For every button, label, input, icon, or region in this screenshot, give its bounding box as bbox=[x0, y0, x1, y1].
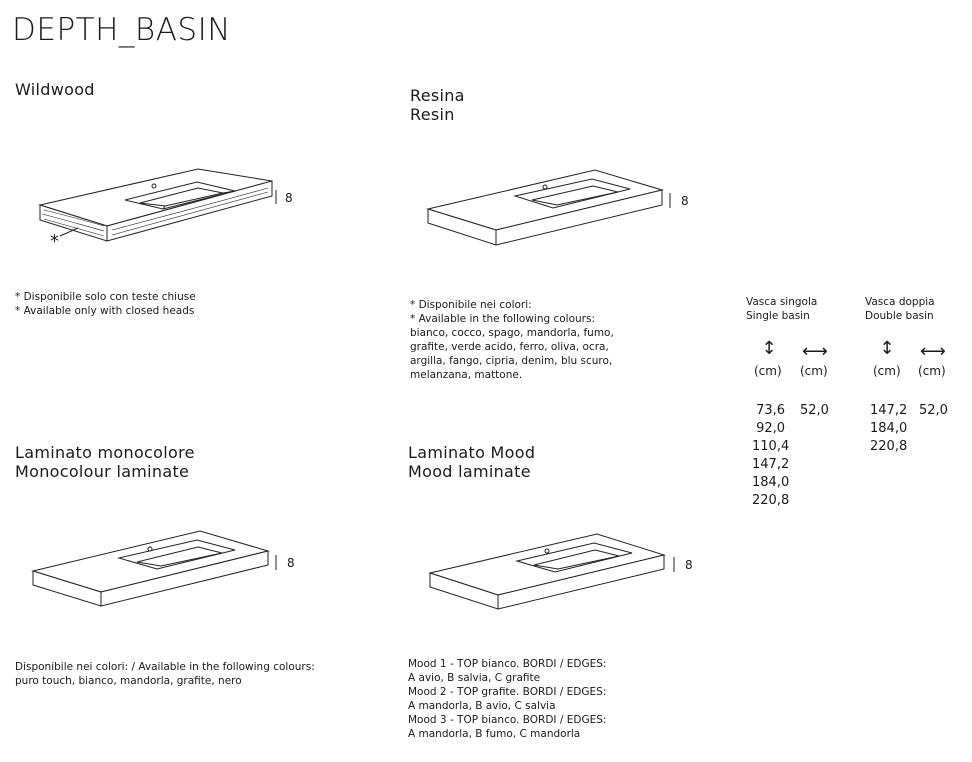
title-line: Laminato Mood bbox=[408, 443, 536, 462]
mood-notes: Mood 1 - TOP bianco. BORDI / EDGES: A av… bbox=[408, 657, 606, 741]
note-line: * Disponibile solo con teste chiuse bbox=[15, 291, 196, 303]
double-depth-value: 52,0 bbox=[919, 403, 948, 418]
length-value: 220,8 bbox=[752, 493, 790, 508]
length-value: 147,2 bbox=[752, 457, 790, 472]
depth-unit: (cm) bbox=[918, 364, 946, 378]
length-value: 92,0 bbox=[756, 421, 786, 436]
length-unit: (cm) bbox=[873, 364, 901, 378]
heading-line: Single basin bbox=[746, 310, 810, 322]
title-line: Wildwood bbox=[15, 80, 95, 99]
note-line: Mood 2 - TOP grafite. BORDI / EDGES: bbox=[408, 686, 607, 698]
length-value: 184,0 bbox=[870, 421, 908, 436]
depth-unit: (cm) bbox=[800, 364, 828, 378]
double-basin-heading: Vasca doppia Double basin bbox=[865, 295, 935, 323]
title-line: Mood laminate bbox=[408, 462, 531, 481]
thickness-label: 8 bbox=[287, 556, 295, 570]
note-line: * Disponibile nei colori: bbox=[410, 299, 532, 311]
double-length-list: 147,2 184,0 220,8 bbox=[870, 402, 907, 456]
page-title: DEPTH_BASIN bbox=[12, 12, 231, 48]
length-value: 73,6 bbox=[756, 403, 786, 418]
thickness-label: 8 bbox=[685, 558, 693, 572]
single-length-list: 73,6 92,0 110,4 147,2 184,0 220,8 bbox=[752, 402, 789, 510]
single-basin-heading: Vasca singola Single basin bbox=[746, 295, 817, 323]
note-line: grafite, verde acido, ferro, oliva, ocra… bbox=[410, 341, 609, 353]
horizontal-arrow-icon: ⟷ bbox=[802, 341, 828, 362]
note-line: puro touch, bianco, mandorla, grafite, n… bbox=[15, 675, 242, 687]
note-line: A avio, B salvia, C grafite bbox=[408, 672, 541, 684]
vertical-arrow-icon: ↕ bbox=[761, 338, 777, 359]
thickness-label: 8 bbox=[681, 194, 689, 208]
title-line: Resina bbox=[410, 86, 465, 105]
note-line: Disponibile nei colori: / Available in t… bbox=[15, 661, 315, 673]
length-value: 184,0 bbox=[752, 475, 790, 490]
note-line: Mood 1 - TOP bianco. BORDI / EDGES: bbox=[408, 658, 607, 670]
monocolour-notes: Disponibile nei colori: / Available in t… bbox=[15, 660, 315, 688]
note-line: melanzana, mattone. bbox=[410, 369, 523, 381]
thickness-label: 8 bbox=[285, 191, 293, 205]
note-line: A mandorla, B avio, C salvia bbox=[408, 700, 556, 712]
note-line: argilla, fango, cipria, denim, blu scuro… bbox=[410, 355, 613, 367]
heading-line: Vasca doppia bbox=[865, 296, 935, 308]
section-title-mood: Laminato Mood Mood laminate bbox=[408, 443, 535, 481]
section-title-resin: Resina Resin bbox=[410, 86, 465, 124]
length-value: 147,2 bbox=[870, 403, 908, 418]
single-depth-value: 52,0 bbox=[800, 403, 829, 418]
section-title-monocolour: Laminato monocolore Monocolour laminate bbox=[15, 443, 195, 481]
title-line: Resin bbox=[410, 105, 455, 124]
title-line: Monocolour laminate bbox=[15, 462, 190, 481]
resin-notes: * Disponibile nei colori: * Available in… bbox=[410, 298, 614, 382]
note-line: Mood 3 - TOP bianco. BORDI / EDGES: bbox=[408, 714, 607, 726]
length-value: 110,4 bbox=[752, 439, 790, 454]
note-line: * Available in the following colours: bbox=[410, 313, 595, 325]
length-unit: (cm) bbox=[754, 364, 782, 378]
note-line: A mandorla, B fumo, C mandorla bbox=[408, 728, 581, 740]
wildwood-notes: * Disponibile solo con teste chiuse * Av… bbox=[15, 290, 196, 318]
heading-line: Vasca singola bbox=[746, 296, 818, 308]
heading-line: Double basin bbox=[865, 310, 934, 322]
horizontal-arrow-icon: ⟷ bbox=[920, 341, 946, 362]
title-line: Laminato monocolore bbox=[15, 443, 195, 462]
note-line: * Available only with closed heads bbox=[15, 305, 195, 317]
length-value: 220,8 bbox=[870, 439, 908, 454]
asterisk-marker: * bbox=[50, 231, 59, 252]
note-line: bianco, cocco, spago, mandorla, fumo, bbox=[410, 327, 614, 339]
section-title-wildwood: Wildwood bbox=[15, 80, 95, 99]
vertical-arrow-icon: ↕ bbox=[879, 338, 895, 359]
